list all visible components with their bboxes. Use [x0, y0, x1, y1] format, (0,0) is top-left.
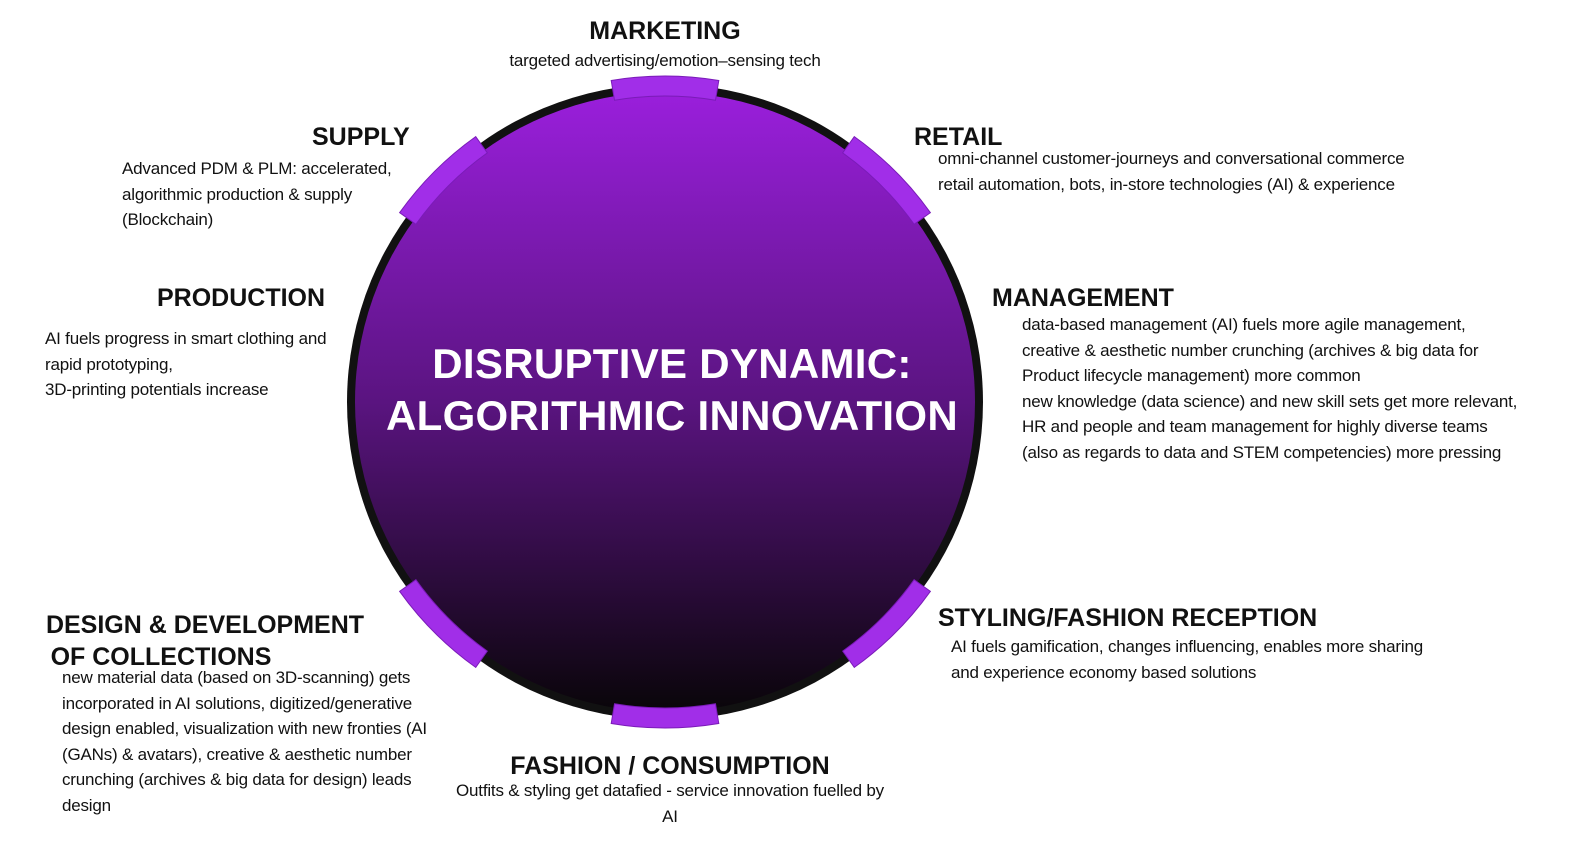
description-line: incorporated in AI solutions, digitized/…	[62, 693, 413, 713]
description-line: crunching (archives & big data for desig…	[62, 770, 412, 789]
description-line: data-based management (AI) fuels more ag…	[1022, 315, 1466, 334]
description-line: new material data (based on 3D-scanning)…	[62, 668, 411, 687]
description-line: Product lifecycle management) more commo…	[1022, 366, 1361, 385]
section-description-management: data-based management (AI) fuels more ag…	[1022, 312, 1517, 465]
description-line: AI fuels progress in smart clothing and	[45, 329, 327, 348]
section-styling: STYLING/FASHION RECEPTION	[938, 603, 1317, 633]
section-supply: SUPPLY	[312, 122, 410, 152]
description-line: Outfits & styling get datafied - service…	[456, 781, 884, 800]
central-circle	[355, 92, 975, 712]
description-line: Advanced PDM & PLM: accelerated,	[122, 159, 392, 178]
section-title: MANAGEMENT	[992, 284, 1174, 312]
ring-tab-bottom-left	[398, 578, 489, 669]
section-title: FASHION / CONSUMPTION	[510, 752, 830, 780]
description-line: design enabled, visualization with new f…	[62, 719, 427, 738]
section-management: MANAGEMENT	[992, 283, 1174, 313]
description-line: rapid prototyping,	[45, 354, 173, 374]
ring-tabs	[398, 75, 932, 729]
section-description: Outfits & styling get datafied - service…	[420, 778, 920, 829]
section-description: omni-channel customer-journeys and conve…	[938, 146, 1405, 197]
description-line: (also as regards to data and STEM compet…	[1022, 442, 1502, 462]
section-marketing: MARKETING targeted advertising/emotion–s…	[400, 16, 930, 74]
description-line: new knowledge (data science) and new ski…	[1022, 391, 1518, 411]
description-line: HR and people and team management for hi…	[1022, 417, 1488, 436]
section-description-styling: AI fuels gamification, changes influenci…	[951, 634, 1423, 685]
central-title: DISRUPTIVE DYNAMIC: ALGORITHMIC INNOVATI…	[340, 338, 1004, 442]
description-line: omni-channel customer-journeys and conve…	[938, 149, 1405, 168]
section-title: SUPPLY	[312, 123, 410, 151]
description-line: 3D-printing potentials increase	[45, 380, 269, 399]
description-line: creative & aesthetic number crunching (a…	[1022, 340, 1479, 360]
ring-tab-bottom	[610, 703, 720, 729]
ring-tab-bottom-right	[841, 578, 932, 669]
description-line: retail automation, bots, in-store techno…	[938, 174, 1395, 194]
section-description-supply: Advanced PDM & PLM: accelerated, algorit…	[122, 156, 392, 233]
ring-tab-top	[610, 75, 720, 101]
section-retail: RETAIL omni-channel customer-journeys an…	[914, 122, 1405, 197]
section-title-line: OF COLLECTIONS	[50, 643, 272, 671]
central-title-line: DISRUPTIVE DYNAMIC:	[432, 340, 912, 387]
description-line: AI	[662, 806, 678, 826]
ring-tab-top-left	[398, 135, 489, 226]
description-line: design	[62, 795, 111, 815]
section-fashion: FASHION / CONSUMPTION Outfits & styling …	[420, 751, 920, 829]
section-title: STYLING/FASHION RECEPTION	[938, 604, 1318, 632]
section-title: MARKETING	[589, 17, 741, 45]
ring-tab-top-right	[841, 135, 932, 226]
section-title-line: DESIGN & DEVELOPMENT	[45, 611, 365, 639]
description-line: (Blockchain)	[122, 210, 214, 229]
description-line: and experience economy based solutions	[951, 662, 1257, 682]
description-line: algorithmic production & supply	[122, 184, 353, 204]
description-line: AI fuels gamification, changes influenci…	[951, 637, 1423, 656]
central-title-line: ALGORITHMIC INNOVATION	[385, 392, 958, 439]
section-description-design: new material data (based on 3D-scanning)…	[62, 665, 427, 818]
description-line: (GANs) & avatars), creative & aesthetic …	[62, 744, 412, 764]
section-description-production: AI fuels progress in smart clothing and …	[45, 326, 327, 403]
section-description: targeted advertising/emotion–sensing tec…	[400, 48, 930, 74]
section-title: RETAIL	[914, 123, 1003, 151]
section-title: PRODUCTION	[157, 284, 326, 312]
section-production: PRODUCTION	[157, 283, 325, 313]
section-design: DESIGN & DEVELOPMENT OF COLLECTIONS	[35, 609, 375, 673]
description-line: targeted advertising/emotion–sensing tec…	[509, 51, 821, 70]
